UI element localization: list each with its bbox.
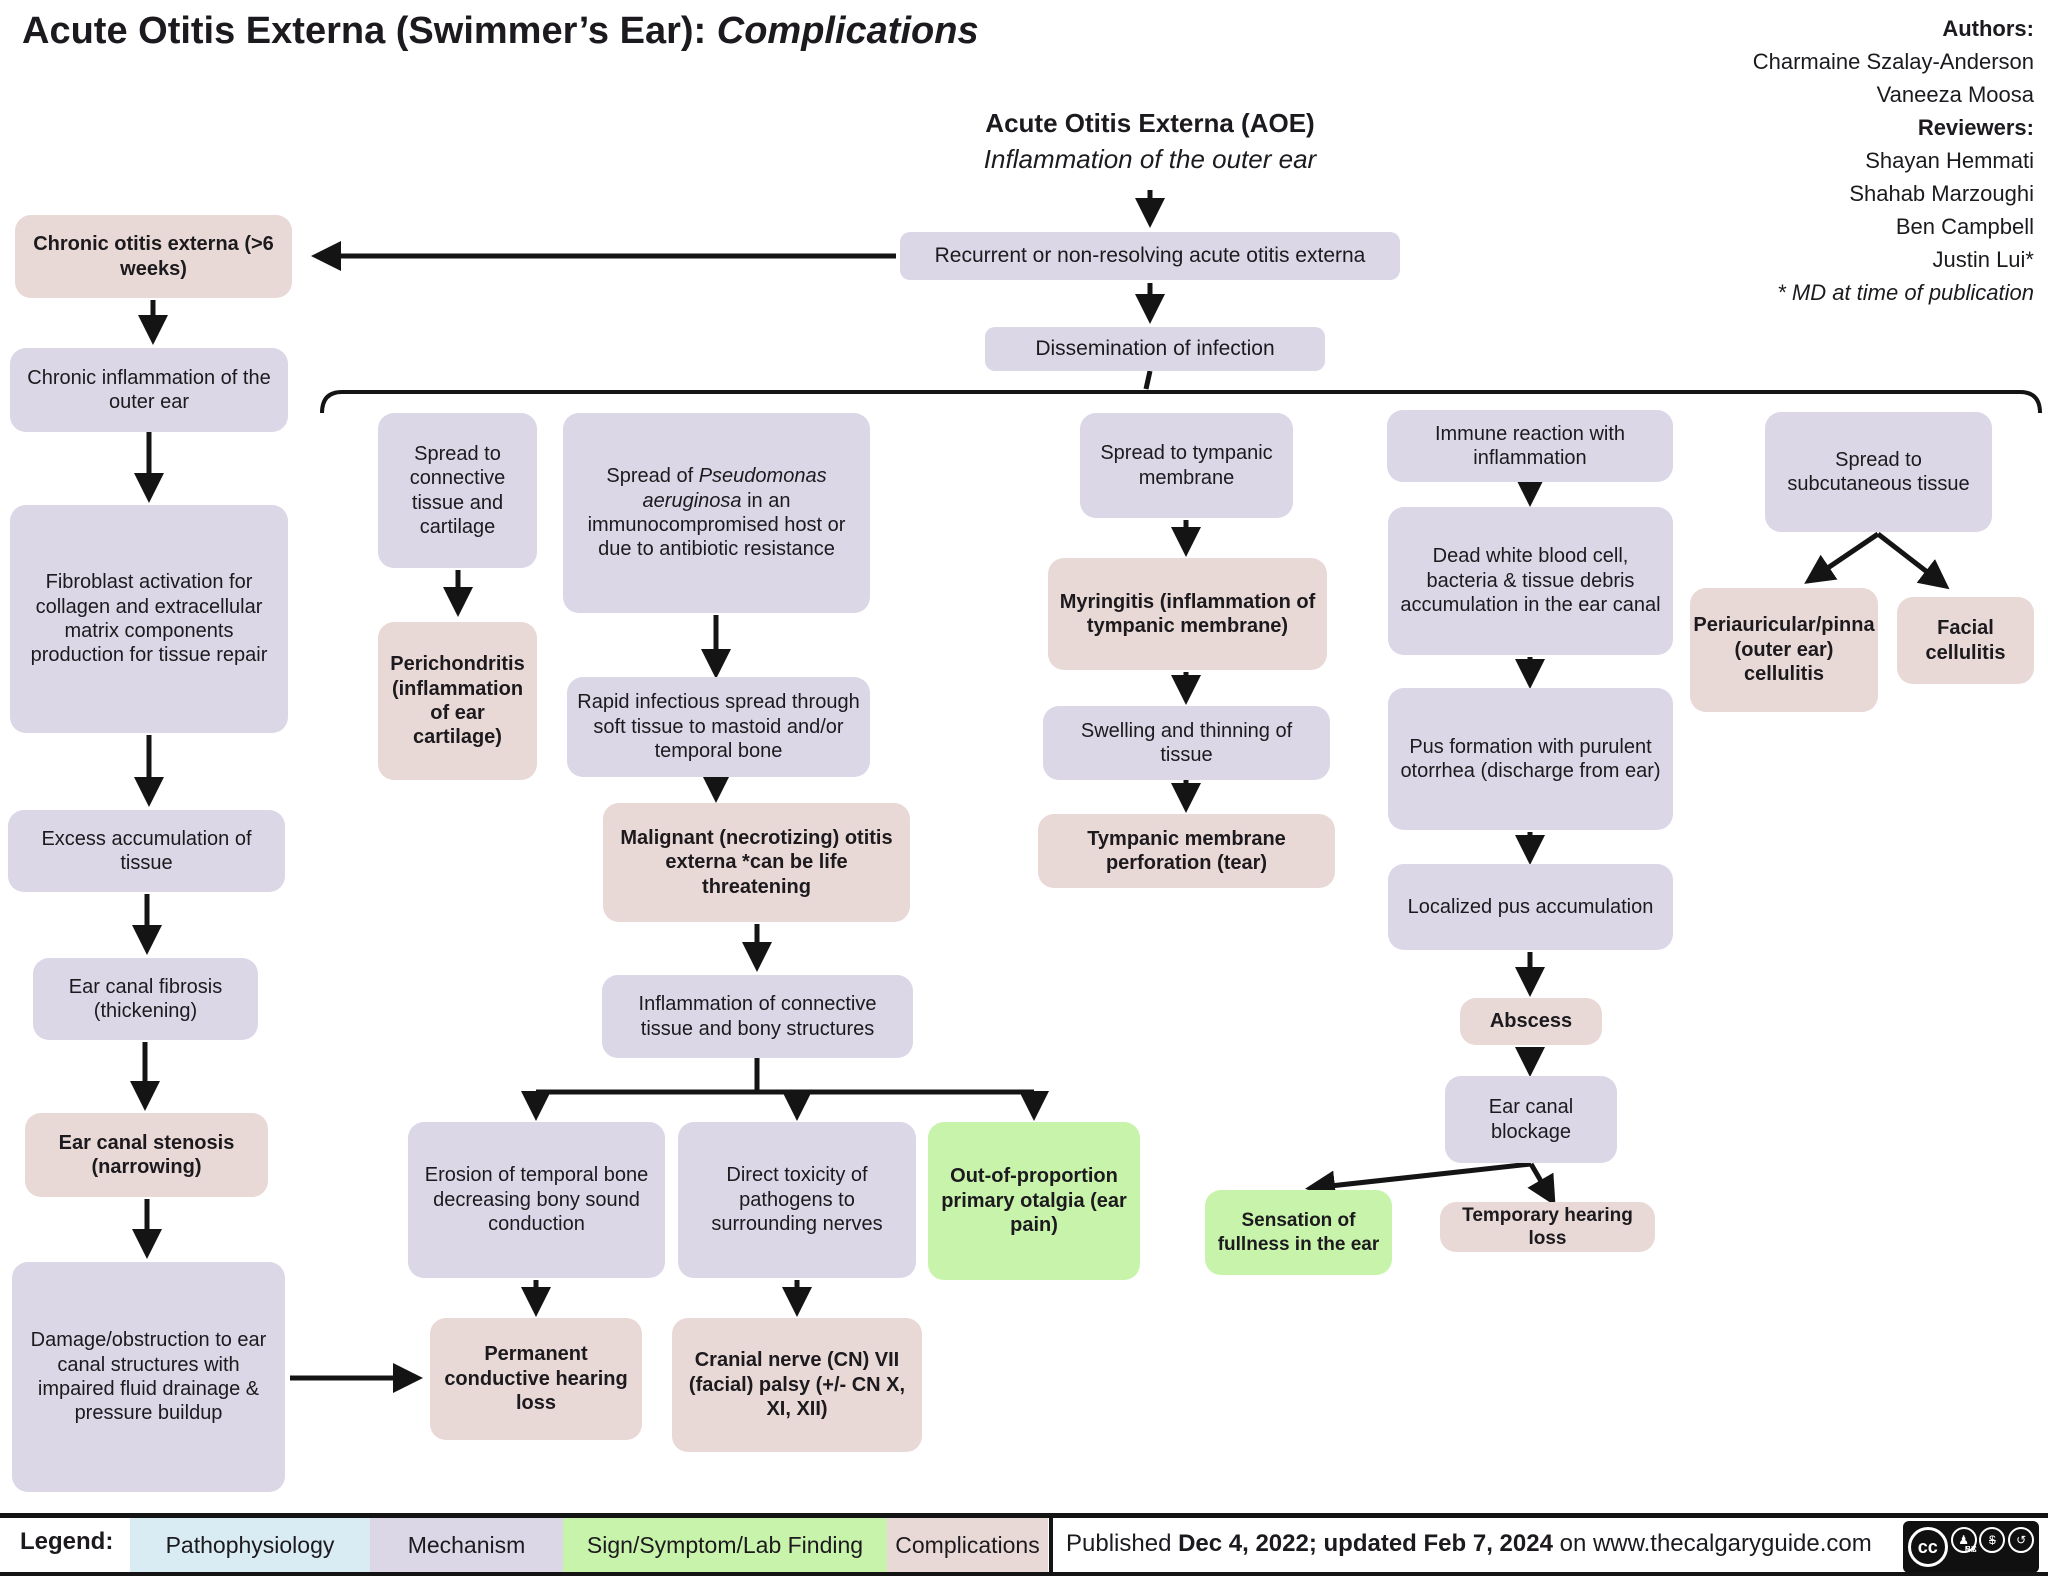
reviewer-name: Shayan Hemmati: [1865, 148, 2034, 173]
page-title: Acute Otitis Externa (Swimmer’s Ear): Co…: [22, 10, 979, 52]
node-facial-cellulitis: Facial cellulitis: [1897, 597, 2034, 684]
legend-item-complications: Complications: [887, 1518, 1048, 1573]
node-recurrent-aoe: Recurrent or non-resolving acute otitis …: [900, 232, 1400, 280]
root-heading: Acute Otitis Externa (AOE): [985, 108, 1315, 138]
node-dissemination: Dissemination of infection: [985, 327, 1325, 371]
reviewer-name: Ben Campbell: [1895, 214, 2034, 239]
legend-item-sign-symptom: Sign/Symptom/Lab Finding: [563, 1518, 887, 1573]
legend-item-pathophysiology: Pathophysiology: [130, 1518, 370, 1573]
root-subheading: Inflammation of the outer ear: [983, 144, 1317, 174]
node-inflammation-bony: Inflammation of connective tissue and bo…: [602, 975, 913, 1058]
node-myringitis: Myringitis (inflammation of tympanic mem…: [1048, 558, 1327, 670]
cc-sa-icon: ↺SA: [1965, 1527, 2035, 1567]
author-name: Charmaine Szalay-Anderson: [1752, 49, 2034, 74]
node-erosion-temporal: Erosion of temporal bone decreasing bony…: [408, 1122, 665, 1278]
node-swelling-thinning: Swelling and thinning of tissue: [1043, 706, 1330, 780]
node-localized-pus: Localized pus accumulation: [1388, 864, 1673, 950]
published-line: Published Dec 4, 2022; updated Feb 7, 20…: [1066, 1530, 1872, 1557]
cc-logo-icon: cc: [1907, 1527, 1948, 1567]
node-debris-accumulation: Dead white blood cell, bacteria & tissue…: [1388, 507, 1673, 655]
reviewers-label: Reviewers:: [1917, 115, 2034, 140]
reviewer-name: Justin Lui*: [1932, 247, 2034, 272]
node-perichondritis: Perichondritis (inflammation of ear cart…: [378, 622, 537, 780]
node-spread-pseudomonas: Spread of Pseudomonas aeruginosa in an i…: [563, 413, 870, 613]
node-permanent-hearing-loss: Permanent conductive hearing loss: [430, 1318, 642, 1440]
node-temporary-hearing-loss: Temporary hearing loss: [1440, 1202, 1655, 1252]
node-fullness: Sensation of fullness in the ear: [1205, 1190, 1392, 1275]
cc-by-icon: ♟BY: [1950, 1527, 1977, 1567]
node-ear-canal-blockage: Ear canal blockage: [1445, 1076, 1617, 1163]
node-otalgia: Out-of-proportion primary otalgia (ear p…: [928, 1122, 1140, 1280]
legend-label: Legend:: [20, 1528, 114, 1555]
page-title-emphasis: Complications: [716, 10, 979, 52]
node-malignant-otitis-externa: Malignant (necrotizing) otitis externa *…: [603, 803, 910, 922]
node-damage-obstruction: Damage/obstruction to ear canal structur…: [12, 1262, 285, 1492]
node-spread-subcutaneous: Spread to subcutaneous tissue: [1765, 412, 1992, 532]
reviewer-name: Shahab Marzoughi: [1849, 181, 2034, 206]
cc-license-icon: cc ♟BY $NC ↺SA: [1903, 1521, 2039, 1573]
legend-item-mechanism: Mechanism: [370, 1518, 563, 1573]
node-immune-reaction: Immune reaction with inflammation: [1387, 410, 1673, 482]
node-tm-perforation: Tympanic membrane perforation (tear): [1038, 814, 1335, 888]
node-direct-toxicity: Direct toxicity of pathogens to surround…: [678, 1122, 916, 1278]
legend-divider-line: [0, 1513, 2048, 1518]
node-pus-formation: Pus formation with purulent otorrhea (di…: [1388, 688, 1673, 830]
node-periauricular-cellulitis: Periauricular/pinna (outer ear) cellulit…: [1690, 588, 1878, 712]
author-name: Vaneeza Moosa: [1876, 82, 2034, 107]
node-spread-connective: Spread to connective tissue and cartilag…: [378, 413, 537, 568]
credits-block: Authors: Charmaine Szalay-Anderson Vanee…: [1753, 12, 2034, 309]
node-cranial-nerve-palsy: Cranial nerve (CN) VII (facial) palsy (+…: [672, 1318, 922, 1452]
node-excess-tissue: Excess accumulation of tissue: [8, 810, 285, 892]
node-spread-tympanic: Spread to tympanic membrane: [1080, 413, 1293, 518]
node-fibroblast-activation: Fibroblast activation for collagen and e…: [10, 505, 288, 733]
authors-label: Authors:: [1942, 16, 2034, 41]
node-ear-canal-stenosis: Ear canal stenosis (narrowing): [25, 1113, 268, 1197]
node-chronic-otitis-externa: Chronic otitis externa (>6 weeks): [15, 215, 292, 298]
bottom-border-line: [0, 1572, 2048, 1576]
node-abscess: Abscess: [1460, 998, 1602, 1045]
node-ear-canal-fibrosis: Ear canal fibrosis (thickening): [33, 958, 258, 1040]
cc-nc-icon: $NC: [1965, 1527, 2006, 1567]
legend-footer-separator: [1049, 1518, 1053, 1573]
species-name: Pseudomonas aeruginosa: [642, 465, 827, 512]
credits-footnote: * MD at time of publication: [1777, 280, 2034, 305]
node-chronic-inflammation: Chronic inflammation of the outer ear: [10, 348, 288, 432]
node-rapid-spread: Rapid infectious spread through soft tis…: [567, 677, 870, 777]
